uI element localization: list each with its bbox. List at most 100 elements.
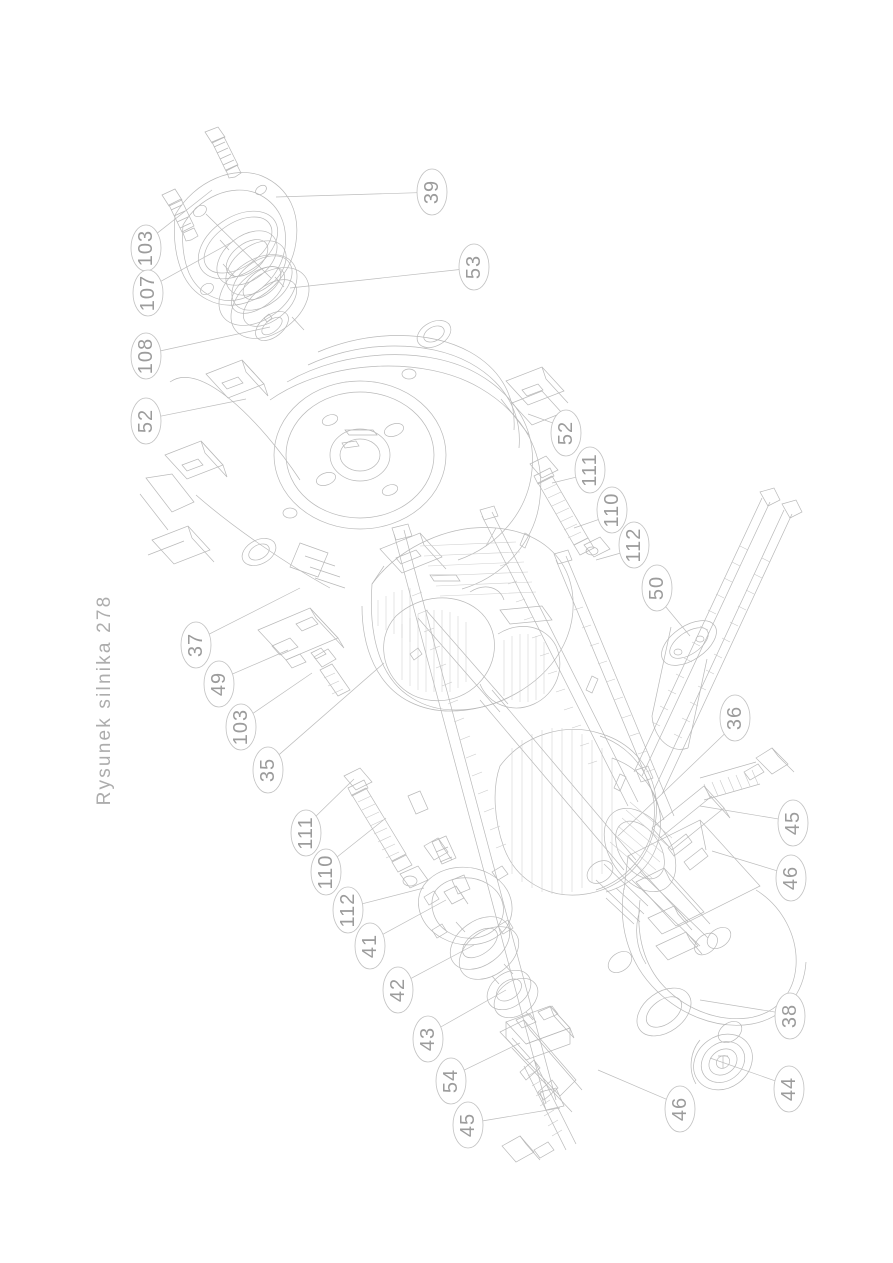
- leader-line-111: [315, 778, 355, 817]
- leader-line-111: [551, 476, 577, 484]
- balloon-49[interactable]: 49: [203, 660, 235, 708]
- balloon-46[interactable]: 46: [664, 1085, 696, 1133]
- balloon-36[interactable]: 36: [719, 694, 751, 742]
- drawing-title: Rysunek silnika 278: [94, 595, 115, 806]
- washer-seal-bearing-group: [418, 865, 539, 1021]
- balloon-ellipse: [203, 660, 235, 708]
- balloon-110[interactable]: 110: [596, 486, 628, 534]
- balloon-46[interactable]: 46: [775, 854, 807, 902]
- leader-line-38: [699, 999, 777, 1013]
- balloon-ellipse: [180, 621, 212, 669]
- leader-line-43: [439, 989, 507, 1028]
- leader-line-50: [664, 605, 691, 637]
- balloon-41[interactable]: 41: [354, 922, 386, 970]
- balloon-label: 107: [137, 275, 159, 311]
- motor-body-group: [361, 527, 574, 712]
- balloon-ellipse: [775, 854, 807, 902]
- balloon-label: 50: [646, 576, 668, 600]
- leader-line-112: [595, 552, 621, 561]
- balloon-111[interactable]: 111: [574, 446, 606, 494]
- leader-line-39: [275, 192, 418, 198]
- balloon-label: 41: [359, 934, 381, 958]
- leader-line-103: [252, 672, 313, 715]
- leader-line-42: [410, 944, 475, 980]
- balloon-35[interactable]: 35: [252, 746, 284, 794]
- balloon-ellipse: [132, 269, 164, 317]
- connector-block-group: [505, 1005, 575, 1061]
- balloon-37[interactable]: 37: [180, 621, 212, 669]
- balloon-ellipse: [382, 966, 414, 1014]
- balloon-53[interactable]: 53: [458, 243, 490, 291]
- balloon-54[interactable]: 54: [435, 1057, 467, 1105]
- balloon-label: 45: [782, 811, 804, 835]
- balloon-38[interactable]: 38: [774, 992, 806, 1040]
- balloon-45[interactable]: 45: [452, 1101, 484, 1149]
- leader-line-53: [289, 269, 460, 289]
- leader-line-41: [382, 899, 447, 935]
- balloon-label: 42: [387, 978, 409, 1002]
- leader-line-45: [699, 805, 780, 820]
- leader-line-44: [709, 1057, 776, 1082]
- balloon-112[interactable]: 112: [618, 521, 650, 569]
- leader-line-110: [336, 817, 387, 858]
- assembly-geometry: [139, 126, 807, 1163]
- balloon-label: 103: [230, 709, 252, 745]
- balloon-112[interactable]: 112: [332, 886, 364, 934]
- balloon-107[interactable]: 107: [132, 269, 164, 317]
- balloon-ellipse: [435, 1057, 467, 1105]
- balloon-ellipse: [412, 1015, 444, 1063]
- balloon-103[interactable]: 103: [130, 224, 162, 272]
- balloon-ellipse: [774, 992, 806, 1040]
- leader-line-54: [463, 1042, 521, 1071]
- capacitor-group: [651, 620, 717, 750]
- balloon-ellipse: [252, 746, 284, 794]
- balloon-ellipse: [310, 848, 342, 896]
- balloon-ellipse: [130, 332, 162, 380]
- spring-rail-lower-group: [499, 1019, 583, 1163]
- balloon-label: 49: [208, 672, 230, 696]
- balloon-110[interactable]: 110: [310, 848, 342, 896]
- leader-line-49: [231, 649, 289, 675]
- balloon-ellipse: [777, 799, 809, 847]
- balloon-label: 36: [724, 706, 746, 730]
- balloon-label: 108: [135, 338, 157, 374]
- balloon-label: 110: [601, 493, 623, 528]
- leader-line-52: [527, 413, 554, 424]
- balloon-ellipse: [416, 168, 448, 216]
- balloon-52[interactable]: 52: [130, 397, 162, 445]
- balloon-ellipse: [458, 243, 490, 291]
- balloon-103[interactable]: 103: [225, 703, 257, 751]
- balloon-45[interactable]: 45: [777, 799, 809, 847]
- leader-line-46: [711, 850, 778, 872]
- balloon-ellipse: [550, 409, 582, 457]
- balloon-ellipse: [596, 486, 628, 534]
- balloon-39[interactable]: 39: [416, 168, 448, 216]
- balloon-ellipse: [130, 397, 162, 445]
- leader-line-36: [617, 733, 726, 837]
- balloon-label: 53: [463, 255, 485, 279]
- clip-group: [423, 532, 627, 905]
- leader-line-110: [573, 519, 600, 529]
- balloon-42[interactable]: 42: [382, 966, 414, 1014]
- spring-rail-upper-group: [651, 747, 795, 871]
- fan-pulley-group: [690, 1033, 753, 1091]
- balloon-52[interactable]: 52: [550, 409, 582, 457]
- rotor-armature-group: [417, 609, 718, 956]
- balloon-44[interactable]: 44: [773, 1065, 805, 1113]
- cable-group: [633, 487, 803, 795]
- balloon-108[interactable]: 108: [130, 332, 162, 380]
- balloon-50[interactable]: 50: [641, 564, 673, 612]
- balloon-111[interactable]: 111: [290, 809, 322, 857]
- balloon-ellipse: [773, 1065, 805, 1113]
- balloon-ellipse: [452, 1101, 484, 1149]
- leader-line-103: [156, 189, 213, 234]
- balloon-43[interactable]: 43: [412, 1015, 444, 1063]
- balloon-ellipse: [225, 703, 257, 751]
- balloon-label: 112: [623, 528, 645, 563]
- balloon-label: 39: [421, 180, 443, 204]
- balloon-label: 112: [337, 893, 359, 928]
- leader-line-52: [159, 398, 247, 417]
- balloon-label: 111: [579, 453, 601, 486]
